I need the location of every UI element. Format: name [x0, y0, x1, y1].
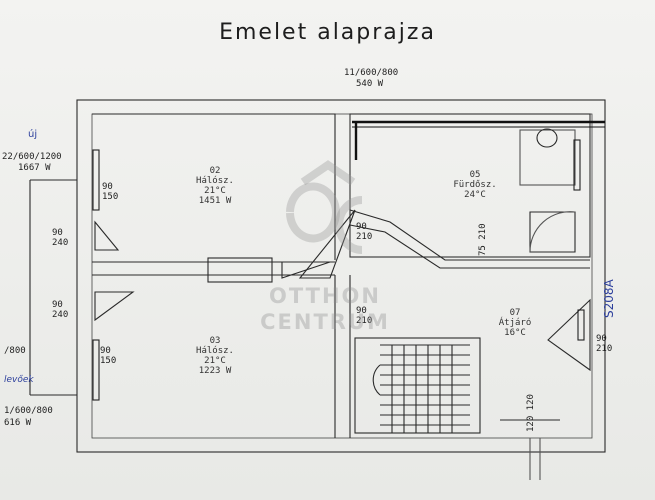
handwritten-right-note: S208A [602, 279, 616, 318]
watermark-logo-icon [286, 160, 363, 254]
room-05-number: 05 [469, 170, 481, 180]
room-03-name: Hálósz. [196, 346, 234, 356]
bathtub [519, 129, 576, 186]
room-02-label: 02 Hálósz. 21°C 1451 W [190, 166, 240, 206]
left-radiator-1-spec: 22/600/1200 [2, 152, 62, 162]
room-02-name: Hálósz. [196, 176, 234, 186]
room-02-wall [92, 113, 336, 260]
stair-curve [372, 364, 381, 396]
inner-wall-line [91, 113, 593, 439]
room-03-number: 03 [209, 336, 221, 346]
left-radiator-3-spec: 1/600/800 [4, 406, 53, 416]
room-03-power: 1223 W [198, 366, 232, 376]
radiator-05 [573, 139, 581, 191]
room-03-label: 03 Hálósz. 21°C 1223 W [190, 336, 240, 376]
room-05-wall [349, 113, 591, 258]
door-swing-1 [94, 220, 120, 251]
hall-diagonal-wall-2 [349, 224, 590, 269]
toilet [536, 128, 558, 148]
watermark-line1: OTTHON [269, 284, 381, 308]
room-07-name: Átjáró [498, 318, 532, 328]
left-radiator-3-power: 616 W [4, 418, 32, 428]
plan-title: Emelet alaprajza [219, 20, 436, 45]
shower-door [529, 211, 576, 253]
top-radiator-power: 540 W [356, 79, 384, 89]
door-swing-5 [547, 298, 591, 372]
room-02-number: 02 [209, 166, 221, 176]
room-05-temp: 24°C [464, 190, 486, 200]
handwritten-uj: új [28, 129, 38, 140]
top-radiator-spec: 11/600/800 [344, 68, 399, 78]
room-02-power: 1451 W [198, 196, 232, 206]
room-05-label: 05 Fürdősz. 24°C [445, 170, 505, 200]
outer-wall [76, 99, 606, 453]
room-02-temp: 21°C [204, 186, 226, 196]
opening-9-label: 120 120 [526, 394, 536, 432]
watermark-line2: CENTRUM [260, 310, 390, 334]
opening-7-label: 75 210 [478, 223, 488, 256]
staircase [354, 337, 481, 434]
room-07-temp: 16°C [504, 328, 526, 338]
hall-diagonal-wall [349, 209, 590, 261]
shower-tray [529, 211, 576, 253]
room-05-name: Fürdősz. [453, 180, 497, 190]
left-radiator-1-power: 1667 W [18, 163, 51, 173]
door-swing-2 [94, 291, 135, 322]
radiator-02 [92, 149, 100, 211]
door-swing-4 [298, 209, 356, 279]
handwritten-left-note: levőek [4, 375, 34, 385]
radiator-07 [577, 309, 585, 341]
doorway-02-03 [207, 257, 273, 283]
room-03-temp: 21°C [204, 356, 226, 366]
room-07-label: 07 Átjáró 16°C [490, 308, 540, 338]
radiator-03 [92, 339, 100, 401]
left-radiator-2-spec: /800 [4, 346, 26, 356]
room-07-number: 07 [509, 308, 521, 318]
